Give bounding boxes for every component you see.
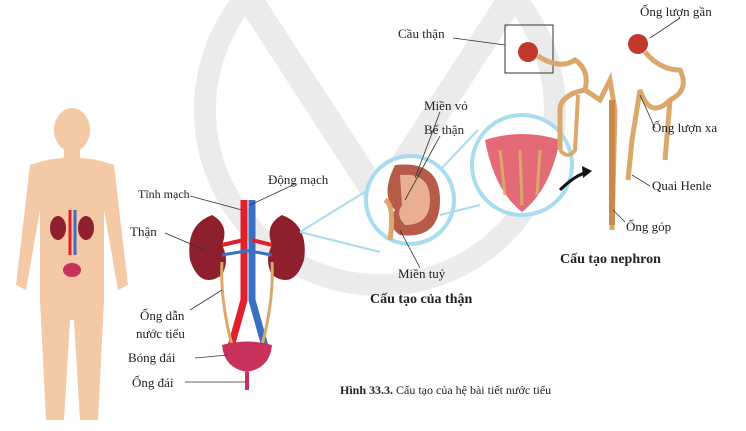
label-distal-tubule: Ống lượn xa: [652, 120, 717, 135]
caption-text: Cấu tạo của hệ bài tiết nước tiểu: [393, 383, 551, 397]
title-nephron: Cấu tạo nephron: [560, 252, 661, 267]
label-kidney: Thận: [130, 224, 157, 239]
title-kidney-structure: Cấu tạo của thận: [370, 292, 473, 307]
label-bladder: Bóng đái: [128, 350, 176, 365]
label-vein: Tĩnh mạch: [138, 187, 190, 201]
label-collecting-duct: Ống góp: [626, 219, 671, 234]
kidney-cross-section: [299, 154, 456, 253]
body-urinary-organs: [50, 210, 94, 277]
magnified-tissue: [439, 113, 592, 217]
urinary-system: [189, 200, 305, 390]
label-ureter-line2: nước tiểu: [136, 326, 185, 341]
caption-number: Hình 33.3.: [340, 383, 393, 397]
label-renal-pelvis: Bể thận: [424, 122, 465, 137]
label-medulla: Miền tuỷ: [398, 266, 446, 281]
label-artery: Động mạch: [268, 172, 329, 187]
human-body: [16, 108, 128, 420]
label-loop-of-henle: Quai Henle: [652, 178, 712, 193]
label-urethra: Ống đái: [132, 375, 174, 390]
label-cortex: Miền vỏ: [424, 98, 468, 113]
label-ureter-line1: Ống dẫn: [140, 308, 185, 323]
figure-caption: Hình 33.3. Cấu tạo của hệ bài tiết nước …: [340, 383, 551, 397]
nephron: [504, 24, 686, 231]
label-glomerulus: Cầu thận: [398, 26, 445, 41]
leader-lines: [164, 17, 681, 383]
label-proximal-tubule: Ống lượn gần: [640, 4, 712, 19]
